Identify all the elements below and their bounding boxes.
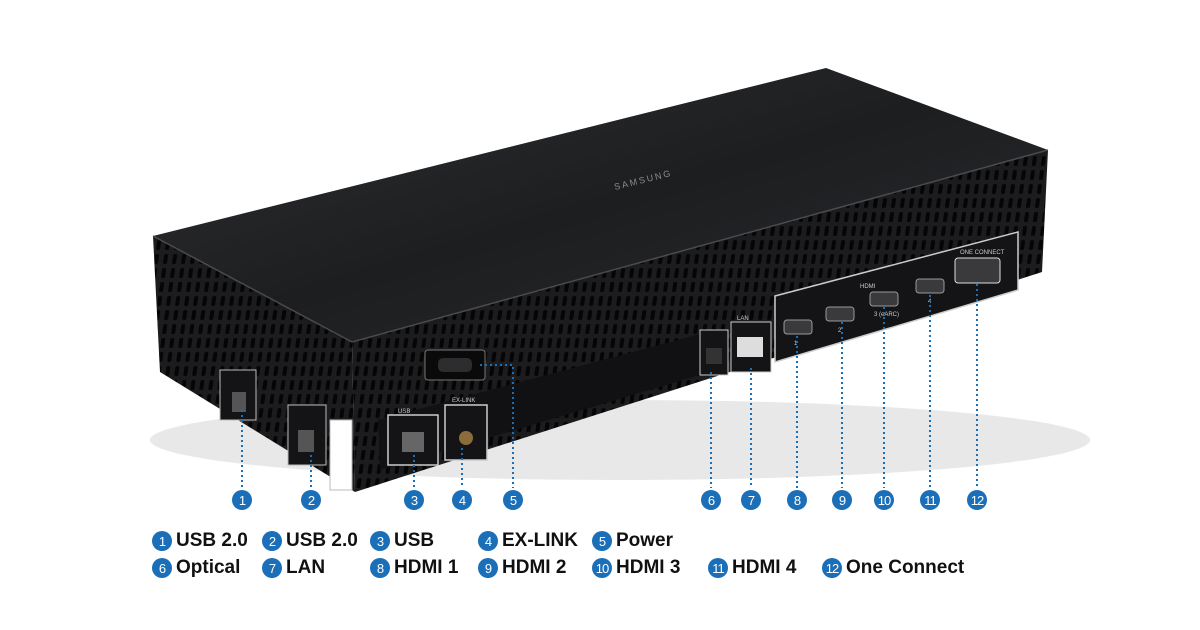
usb-port-2 bbox=[298, 430, 314, 452]
hdmi-label: HDMI bbox=[860, 284, 876, 290]
exlink-label: EX-LINK bbox=[452, 398, 475, 404]
hdmi-port-4 bbox=[915, 278, 945, 294]
hdmi-port-1 bbox=[783, 319, 813, 335]
hdmi1-label: 1 bbox=[794, 341, 798, 347]
usb-pc-label: USB bbox=[398, 409, 410, 415]
hdmi3-label: 3 (eARC) bbox=[874, 312, 899, 318]
top-face bbox=[153, 68, 1048, 342]
lan-label: LAN bbox=[737, 316, 749, 322]
hdmi2-label: 2 bbox=[838, 328, 842, 334]
one-connect-label: ONE CONNECT bbox=[960, 250, 1005, 256]
hdmi-port-3 bbox=[869, 291, 899, 307]
usb-port-1 bbox=[232, 392, 246, 412]
hdmi-port-2 bbox=[825, 306, 855, 322]
one-connect-port bbox=[954, 257, 1001, 284]
callout-lines bbox=[241, 284, 978, 488]
